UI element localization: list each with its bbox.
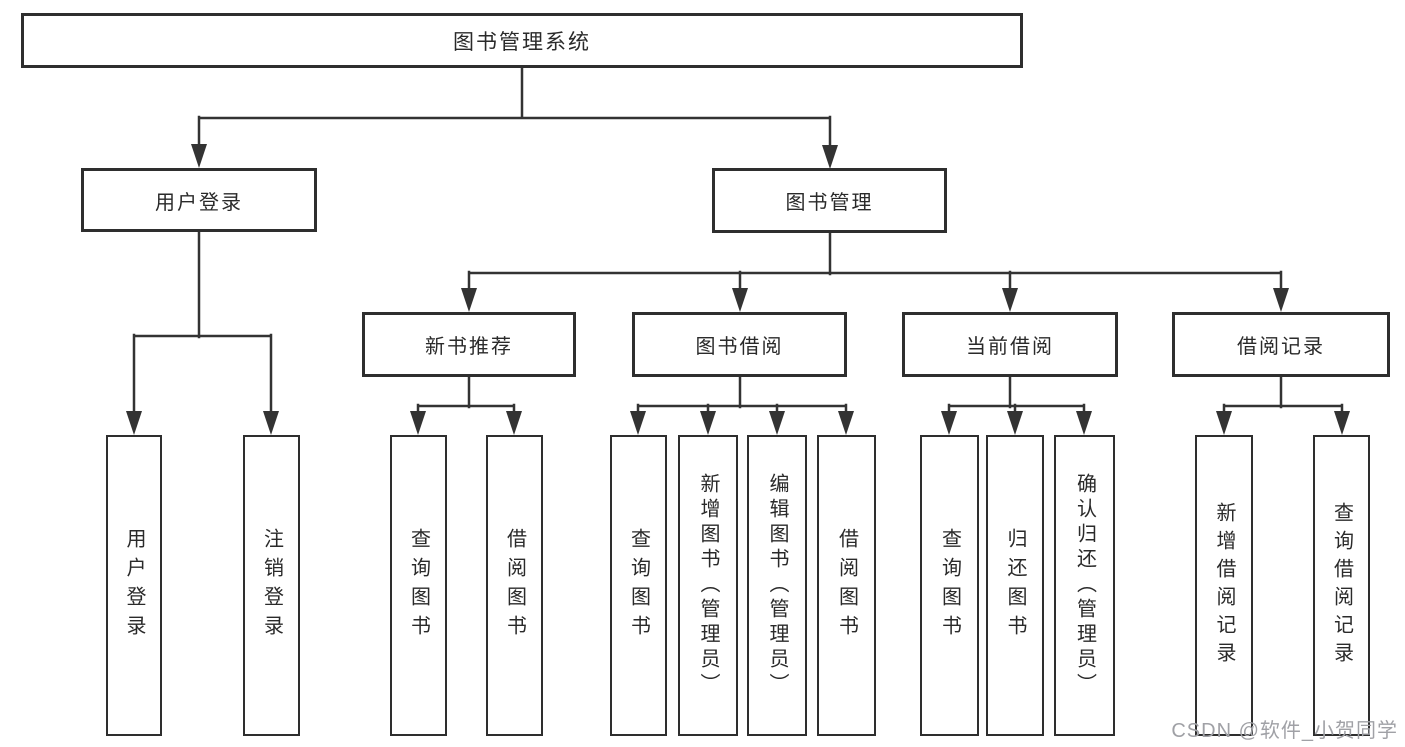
leaf-user-login-label: 用户登录 xyxy=(123,527,145,644)
node-root: 图书管理系统 xyxy=(21,13,1023,68)
leaf-edit-book-admin: 编辑图书（管理员） xyxy=(747,435,807,736)
node-book-borrowing-label: 图书借阅 xyxy=(695,336,784,358)
leaf-query-books-2-label: 查询图书 xyxy=(627,527,650,644)
leaf-borrow-books-1-label: 借阅图书 xyxy=(503,527,526,644)
leaf-query-books-3-label: 查询图书 xyxy=(938,527,961,644)
node-book-management-label: 图书管理 xyxy=(785,192,874,214)
watermark: CSDN @软件_小贺同学 xyxy=(1171,720,1398,742)
leaf-query-books-1: 查询图书 xyxy=(390,435,447,736)
arrow-down-icons xyxy=(126,144,1350,435)
node-user-login: 用户登录 xyxy=(81,168,317,232)
node-user-login-label: 用户登录 xyxy=(155,191,243,214)
node-current-borrowing: 当前借阅 xyxy=(902,312,1118,377)
leaf-borrow-books-2: 借阅图书 xyxy=(817,435,876,736)
leaf-query-books-3: 查询图书 xyxy=(920,435,979,736)
connector-paths xyxy=(132,66,1344,415)
leaf-add-borrow-record-label: 新增借阅记录 xyxy=(1213,501,1235,670)
leaf-borrow-books-2-label: 借阅图书 xyxy=(835,527,858,644)
node-new-book-recommend-label: 新书推荐 xyxy=(425,336,513,358)
leaf-return-books: 归还图书 xyxy=(986,435,1044,736)
leaf-user-login: 用户登录 xyxy=(106,435,162,736)
leaf-query-borrow-record: 查询借阅记录 xyxy=(1313,435,1370,736)
leaf-logout-login-label: 注销登录 xyxy=(260,527,283,644)
node-borrowing-records-label: 借阅记录 xyxy=(1237,336,1325,358)
node-new-book-recommend: 新书推荐 xyxy=(362,312,576,377)
leaf-edit-book-admin-label: 编辑图书（管理员） xyxy=(766,473,788,698)
leaf-borrow-books-1: 借阅图书 xyxy=(486,435,543,736)
leaf-add-borrow-record: 新增借阅记录 xyxy=(1195,435,1253,736)
node-book-management: 图书管理 xyxy=(712,168,947,233)
leaf-confirm-return-admin-label: 确认归还（管理员） xyxy=(1073,473,1096,698)
node-current-borrowing-label: 当前借阅 xyxy=(966,336,1054,358)
node-book-borrowing: 图书借阅 xyxy=(632,312,847,377)
leaf-add-book-admin-label: 新增图书（管理员） xyxy=(697,473,719,698)
leaf-query-borrow-record-label: 查询借阅记录 xyxy=(1330,501,1353,670)
leaf-return-books-label: 归还图书 xyxy=(1004,527,1026,644)
leaf-logout-login: 注销登录 xyxy=(243,435,300,736)
leaf-confirm-return-admin: 确认归还（管理员） xyxy=(1054,435,1115,736)
node-borrowing-records: 借阅记录 xyxy=(1172,312,1390,377)
leaf-add-book-admin: 新增图书（管理员） xyxy=(678,435,738,736)
leaf-query-books-2: 查询图书 xyxy=(610,435,667,736)
node-root-label: 图书管理系统 xyxy=(453,30,591,54)
leaf-query-books-1-label: 查询图书 xyxy=(407,527,430,644)
